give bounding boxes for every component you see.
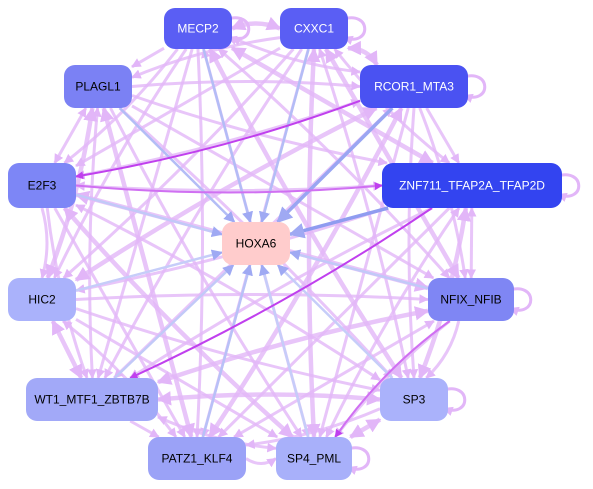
node-hic2[interactable]: HIC2: [8, 278, 76, 321]
node-sp3[interactable]: SP3: [380, 378, 448, 421]
strong-edge-e2f3-znf711: [75, 182, 383, 194]
node-hoxa6[interactable]: HOXA6: [222, 222, 290, 265]
node-label-rcor1_mta3: RCOR1_MTA3: [374, 80, 454, 94]
edge-mecp2-patz1_klf4: [192, 48, 205, 438]
node-mecp2[interactable]: MECP2: [164, 8, 232, 49]
self-loop-znf711: [555, 173, 581, 202]
node-rcor1_mta3[interactable]: RCOR1_MTA3: [360, 65, 468, 108]
node-label-nfix_nfib: NFIX_NFIB: [440, 293, 501, 307]
node-wt1[interactable]: WT1_MTF1_ZBTB7B: [26, 378, 158, 421]
edge-cxxc1-rcor1_mta3: [346, 40, 379, 67]
node-label-hic2: HIC2: [28, 293, 56, 307]
node-sp4_pml[interactable]: SP4_PML: [276, 437, 352, 480]
self-loops-group: [225, 16, 581, 475]
self-loop-rcor1_mta3: [461, 74, 487, 103]
node-patz1_klf4[interactable]: PATZ1_KLF4: [148, 437, 246, 480]
node-box-plagl1: [64, 65, 132, 108]
edge-hic2-nfix_nfib: [75, 293, 429, 304]
node-label-plagl1: PLAGL1: [75, 80, 121, 94]
node-box-znf711: [382, 163, 562, 208]
edge-wt1-patz1_klf4: [129, 419, 160, 439]
self-loop-mecp2: [225, 16, 251, 45]
node-label-sp3: SP3: [403, 393, 426, 407]
node-box-hoxa6: [222, 222, 290, 265]
edge-mecp2-plagl1: [131, 46, 165, 69]
node-label-patz1_klf4: PATZ1_KLF4: [162, 452, 233, 466]
node-box-sp3: [380, 378, 448, 421]
self-loop-cxxc1: [341, 16, 367, 45]
edge-nfix_nfib-to-hoxa6: [288, 249, 429, 290]
edge-sp3-to-hoxa6: [276, 264, 394, 379]
node-box-sp4_pml: [276, 437, 352, 480]
node-box-mecp2: [164, 8, 232, 49]
edge-znf711-nfix_nfib: [466, 207, 477, 279]
edge-plagl1-to-hoxa6: [118, 107, 236, 223]
edge-sp3-patz1_klf4: [245, 407, 381, 449]
edge-wt1-sp3: [156, 391, 382, 406]
edge-wt1-to-hoxa6: [113, 264, 235, 379]
node-label-mecp2: MECP2: [177, 22, 219, 36]
self-loop-sp4_pml: [345, 446, 371, 475]
node-label-cxxc1: CXXC1: [294, 22, 334, 36]
edge-rcor1_mta3-znf711: [425, 107, 461, 164]
node-box-nfix_nfib: [428, 278, 514, 321]
edge-rcor1_mta3-to-hoxa6: [276, 106, 394, 224]
edge-znf711-to-hoxa6: [288, 206, 389, 239]
node-label-wt1: WT1_MTF1_ZBTB7B: [34, 393, 149, 407]
node-box-e2f3: [8, 163, 76, 208]
edge-sp3-sp4_pml: [349, 417, 382, 439]
edge-e2f3-hic2: [39, 207, 49, 279]
node-box-rcor1_mta3: [360, 65, 468, 108]
node-plagl1[interactable]: PLAGL1: [64, 65, 132, 108]
node-box-hic2: [8, 278, 76, 321]
strong-edges-group: [75, 99, 451, 438]
edge-patz1_klf4-to-hoxa6: [201, 263, 253, 438]
node-box-cxxc1: [280, 8, 348, 49]
node-label-sp4_pml: SP4_PML: [287, 452, 341, 466]
edge-patz1_klf4-sp4_pml: [245, 457, 277, 468]
edge-cxxc1-to-hoxa6: [259, 48, 310, 224]
node-label-e2f3: E2F3: [28, 179, 57, 193]
node-cxxc1[interactable]: CXXC1: [280, 8, 348, 49]
node-e2f3[interactable]: E2F3: [8, 163, 76, 208]
strong-edge-rcor1_mta3-e2f3: [75, 99, 361, 180]
self-loop-nfix_nfib: [507, 287, 533, 316]
edge-sp4_pml-to-hoxa6: [259, 263, 310, 438]
target-edges-group: [75, 48, 429, 438]
node-label-znf711: ZNF711_TFAP2A_TFAP2D: [399, 179, 545, 193]
strong-edge-znf711-wt1: [129, 207, 433, 379]
edge-mecp2-cxxc1: [230, 16, 282, 31]
edge-cxxc1-sp4_pml: [306, 47, 321, 439]
edge-e2f3-to-hoxa6: [75, 193, 224, 238]
edge-plagl1-e2f3: [53, 107, 88, 164]
strong-edge-nfix_nfib-sp4_pml: [334, 320, 451, 438]
node-znf711[interactable]: ZNF711_TFAP2A_TFAP2D: [382, 163, 562, 208]
node-nfix_nfib[interactable]: NFIX_NFIB: [428, 278, 514, 321]
node-label-hoxa6: HOXA6: [236, 237, 277, 251]
node-box-patz1_klf4: [148, 437, 246, 480]
edge-hic2-to-hoxa6: [75, 249, 224, 292]
edge-plagl1-rcor1_mta3: [131, 80, 361, 91]
node-box-wt1: [26, 378, 158, 421]
self-loop-sp3: [441, 387, 467, 416]
